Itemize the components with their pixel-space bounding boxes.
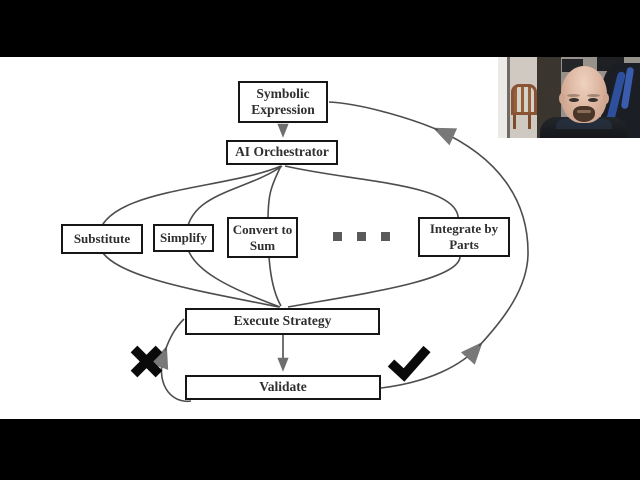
node-substitute: Substitute <box>61 224 143 254</box>
presenter-eye <box>569 98 579 102</box>
node-label: Parts <box>449 237 479 252</box>
check-mark-icon <box>387 345 431 382</box>
presenter-ear <box>559 93 565 104</box>
presenter-head <box>559 66 609 123</box>
ellipsis-dot <box>333 232 342 241</box>
presenter-eyebrow <box>587 94 600 97</box>
background-wooden-chair-legs <box>513 115 535 129</box>
edge-fail-loop-a <box>150 345 192 402</box>
node-execute-strategy: Execute Strategy <box>185 308 380 335</box>
ellipsis-dot <box>381 232 390 241</box>
cross-mark-icon <box>130 345 163 378</box>
edge-success-loop-a <box>380 341 483 389</box>
background-wooden-chair <box>511 84 537 115</box>
background-door-frame <box>507 57 510 138</box>
node-label: Integrate by <box>429 221 499 237</box>
presenter-goatee <box>573 106 595 122</box>
node-integrate-by-parts: Integrate by Parts <box>418 217 510 257</box>
edge-success-loop-b <box>432 127 529 347</box>
webcam-overlay <box>498 57 640 138</box>
presenter-collar <box>556 119 612 129</box>
node-label: Symbolic <box>256 85 310 101</box>
presenter-eye <box>588 98 598 102</box>
node-label: Expression <box>251 102 315 117</box>
node-label: Simplify <box>160 230 207 246</box>
node-label: Substitute <box>73 231 131 247</box>
node-simplify: Simplify <box>153 224 214 252</box>
node-ai-orchestrator: AI Orchestrator <box>226 140 338 165</box>
presenter-mouth <box>577 110 591 113</box>
node-symbolic-expression: Symbolic Expression <box>238 81 328 123</box>
edge-success-loop-c <box>328 101 439 131</box>
ellipsis-dot <box>357 232 366 241</box>
background-bright-door <box>498 57 508 138</box>
presenter-ear <box>603 93 609 104</box>
letterbox-top <box>0 0 640 57</box>
presenter-eyebrow <box>567 94 580 97</box>
node-label: Sum <box>249 237 276 253</box>
node-label: Execute Strategy <box>233 313 332 329</box>
letterbox-bottom <box>0 419 640 480</box>
node-label: Validate <box>259 379 307 395</box>
node-label: Convert to <box>232 221 293 237</box>
node-convert-to-sum: Convert to Sum <box>227 217 298 258</box>
node-validate: Validate <box>185 375 381 400</box>
node-label: AI Orchestrator <box>235 144 329 160</box>
edge-fail-loop-b <box>164 318 185 352</box>
ellipsis-icon <box>333 232 390 241</box>
